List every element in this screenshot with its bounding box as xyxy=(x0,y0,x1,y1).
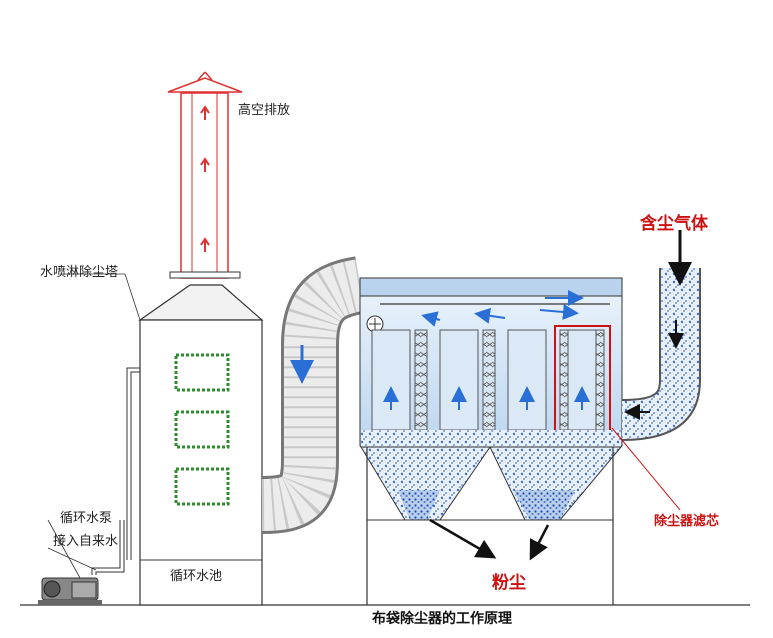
pool-label: 循环水池 xyxy=(170,569,223,584)
exhaust-label: 高空排放 xyxy=(238,103,291,118)
flow-arrow-icon xyxy=(429,518,497,559)
spray-tower-label: 水喷淋除尘塔 xyxy=(40,265,119,280)
stack-cap xyxy=(167,77,243,93)
tower-window xyxy=(174,467,230,506)
tower-window xyxy=(174,353,230,392)
flow-arrow-icon xyxy=(200,105,210,120)
baghouse xyxy=(359,277,623,605)
spray-tower xyxy=(91,284,264,606)
exhaust-stack xyxy=(167,71,243,279)
tap-water-label: 接入自来水 xyxy=(53,534,119,549)
filter-core-label: 除尘器滤芯 xyxy=(654,514,720,529)
dusty-gas-label: 含尘气体 xyxy=(640,214,708,234)
flow-arrow-icon xyxy=(200,237,210,252)
flow-arrow-icon xyxy=(529,524,550,561)
tower-window xyxy=(174,410,230,449)
pump-icon xyxy=(38,577,102,605)
dust-label: 粉尘 xyxy=(492,573,526,593)
flow-arrow-icon xyxy=(200,157,210,172)
inlet-duct xyxy=(611,230,701,511)
pump-label: 循环水泵 xyxy=(60,511,113,526)
diagram-caption: 布袋除尘器的工作原理 xyxy=(372,611,512,627)
connecting-duct xyxy=(261,256,366,534)
